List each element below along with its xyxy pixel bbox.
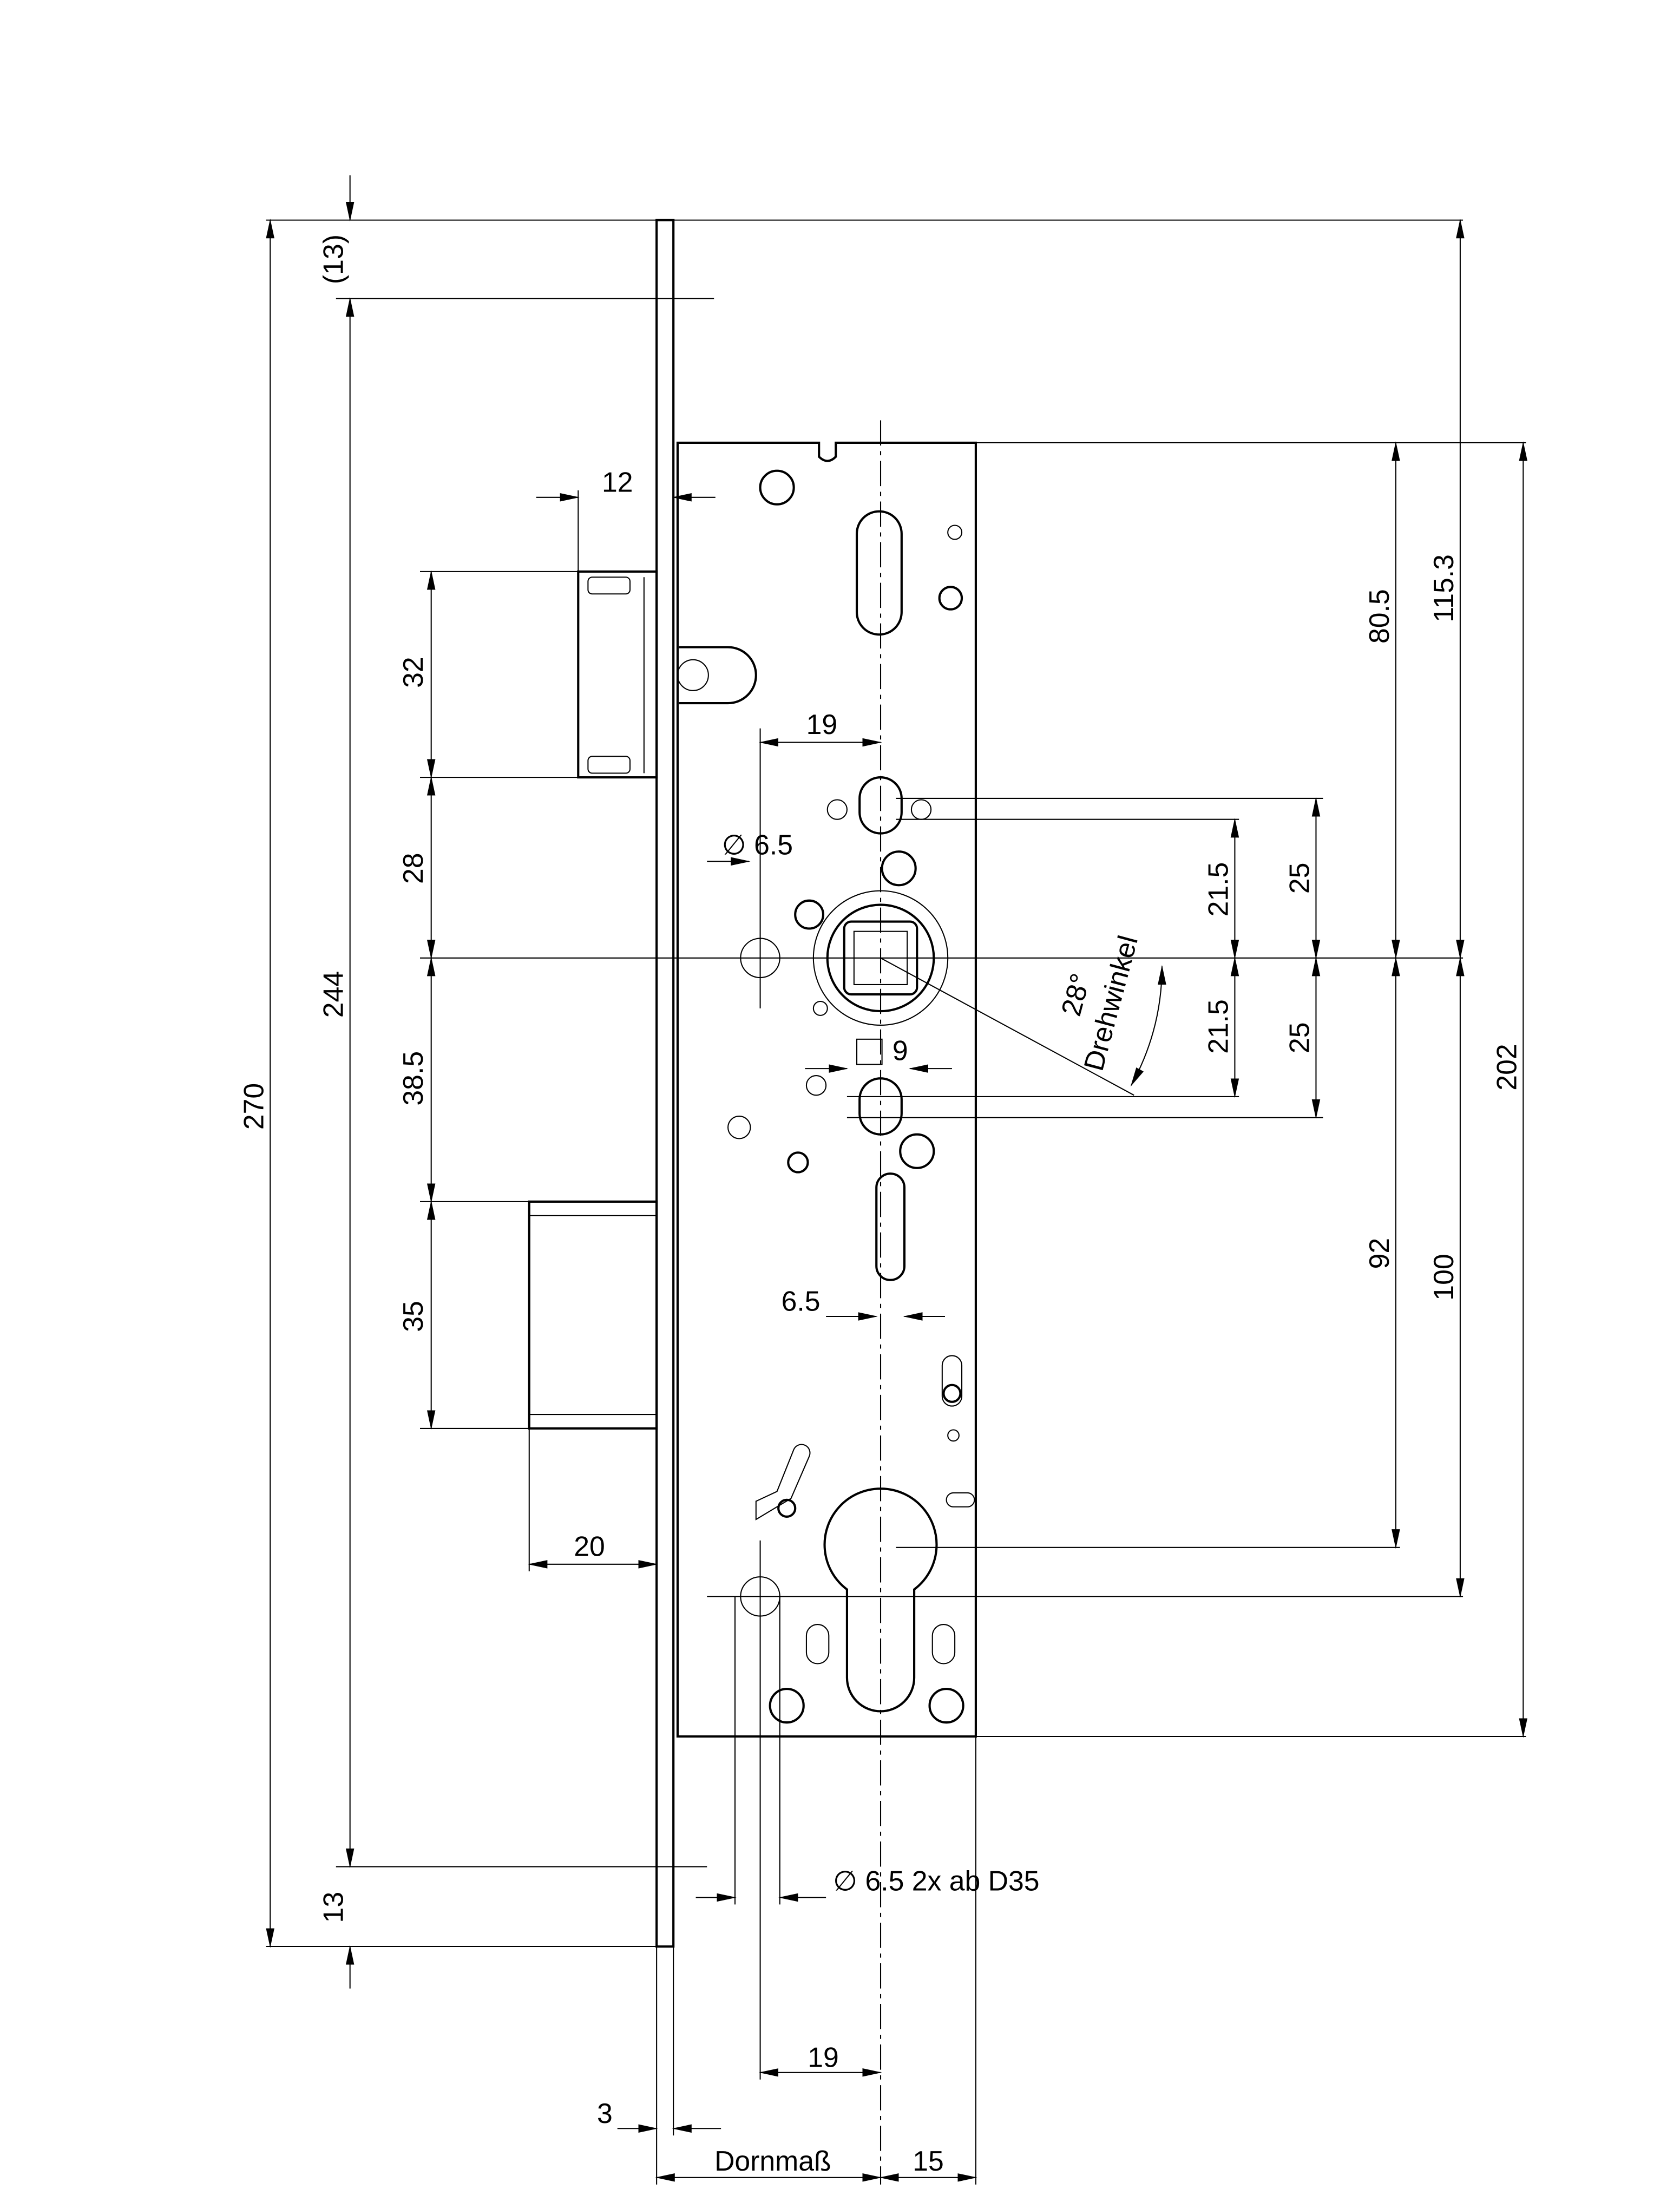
dim-100: 100 [1428,1254,1459,1300]
dim-19-bottom: 19 [808,2041,839,2073]
dim-dornmass: Dornmaß [714,2145,831,2177]
dim-35: 35 [397,1301,429,1332]
dim-270: 270 [238,1083,269,1130]
bolt [528,1200,658,1430]
dim-25-down: 25 [1284,1022,1315,1053]
dim-19-top: 19 [806,709,838,740]
dim-28: 28 [397,853,429,884]
dim-dia-6-5: ∅ 6.5 [722,829,793,860]
dim-115-3: 115.3 [1428,554,1459,622]
dim-21-5-up: 21.5 [1203,862,1234,917]
dimension-labels: 270 244 (13) 13 32 28 38.5 35 12 20 19 ∅… [238,234,1522,2177]
dim-6-5-slot: 6.5 [782,1286,821,1317]
dim-202: 202 [1491,1044,1522,1090]
dim-28-deg: 28° [1055,970,1096,1019]
dim-15: 15 [913,2145,944,2177]
dim-square-9: 9 [892,1035,908,1066]
latch [577,570,757,779]
lock-case [676,441,977,1738]
dim-32: 32 [397,657,429,688]
dim-dia-6-5-2x: ∅ 6.5 2x ab D35 [833,1865,1039,1897]
dim-80-5: 80.5 [1363,589,1395,644]
dim-92: 92 [1363,1238,1395,1269]
extension-lines [266,219,1526,2185]
dim-20: 20 [574,1530,605,1562]
dim-21-5-down: 21.5 [1203,999,1234,1054]
dim-12: 12 [602,466,633,497]
dim-13-bottom: 13 [318,1892,349,1923]
dim-13-top: (13) [318,234,349,284]
dim-3: 3 [597,2098,613,2129]
dim-25-up: 25 [1284,863,1315,894]
dim-244: 244 [318,971,349,1018]
faceplate [655,219,675,1948]
dim-38-5: 38.5 [397,1051,429,1106]
dimension-lines [266,175,1528,2182]
